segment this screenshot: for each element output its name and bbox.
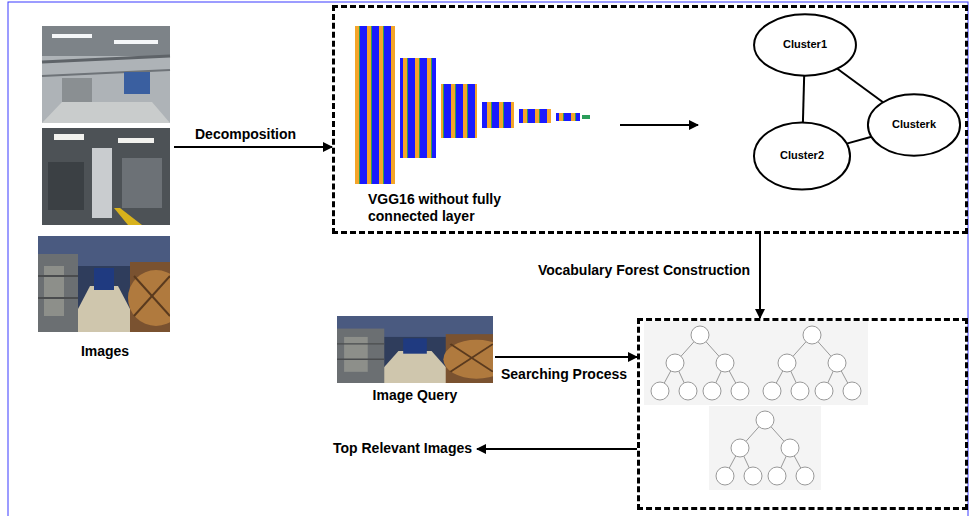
node-text: Images xyxy=(81,343,129,362)
node-text: VGG16 without fully connected layer xyxy=(368,191,548,225)
photo-ground xyxy=(42,26,170,123)
photo-plant-2 xyxy=(42,128,170,225)
cluster-name: Clusterk xyxy=(892,118,936,131)
edge-label: Searching Process xyxy=(499,366,629,383)
vgg16-network xyxy=(355,26,590,184)
photo-machine xyxy=(48,162,84,210)
photo-machine xyxy=(124,72,150,94)
vocabulary-tree xyxy=(709,406,821,490)
cluster-ellipse: Cluster2 xyxy=(753,121,851,191)
photo-light xyxy=(114,40,158,44)
photo-light xyxy=(118,138,154,143)
edge-label: Decomposition xyxy=(193,126,298,143)
photo-pillar xyxy=(92,148,112,218)
page-frame xyxy=(8,2,968,516)
dashed-module-box: VGG16 without fully connected layer Clust… xyxy=(332,5,968,234)
photo-light xyxy=(52,34,92,38)
conv-block xyxy=(482,102,514,128)
vocabulary-tree xyxy=(644,321,756,405)
connector xyxy=(759,234,761,318)
connector xyxy=(847,137,872,144)
image-group: Images xyxy=(36,24,174,362)
ellipse-shape xyxy=(754,14,856,75)
cluster-ellipse: Clusterk xyxy=(867,93,961,157)
feature-arrow xyxy=(620,124,698,126)
photo-light xyxy=(54,134,84,140)
node-text: Image Query xyxy=(373,387,458,406)
cluster-name: Cluster1 xyxy=(783,38,827,51)
photo-pipe xyxy=(42,56,170,62)
conv-block xyxy=(441,84,477,138)
photo-plant-3 xyxy=(38,236,184,332)
photo-pipe xyxy=(42,70,170,76)
connector xyxy=(803,76,804,123)
result-label: Top Relevant Images xyxy=(333,440,477,459)
dashed-module-box xyxy=(637,318,968,510)
image-group: Image Query xyxy=(335,314,495,406)
photo-floor-stripe xyxy=(114,208,142,225)
connector xyxy=(495,356,637,358)
connector xyxy=(837,69,883,103)
cluster-name: Cluster2 xyxy=(780,149,824,162)
conv-block xyxy=(400,58,436,158)
photo-ground xyxy=(42,128,170,225)
photo-plant-1 xyxy=(42,26,170,123)
cluster-ellipse: Cluster1 xyxy=(753,13,857,77)
conv-block xyxy=(519,109,551,123)
edge-label: Vocabulary Forest Construction xyxy=(536,262,752,279)
output-block xyxy=(582,115,590,119)
vocabulary-tree xyxy=(756,321,868,405)
ellipse-shape xyxy=(754,122,850,189)
photo-machine xyxy=(122,158,162,208)
conv-block xyxy=(556,113,580,121)
connector xyxy=(477,448,637,450)
photo-ceiling xyxy=(42,26,170,56)
connector xyxy=(174,146,332,148)
query-photo xyxy=(337,316,510,383)
ellipse-shape xyxy=(868,94,960,155)
node-text: Top Relevant Images xyxy=(333,440,477,457)
conv-block xyxy=(355,26,395,184)
photo-floor xyxy=(42,102,170,123)
